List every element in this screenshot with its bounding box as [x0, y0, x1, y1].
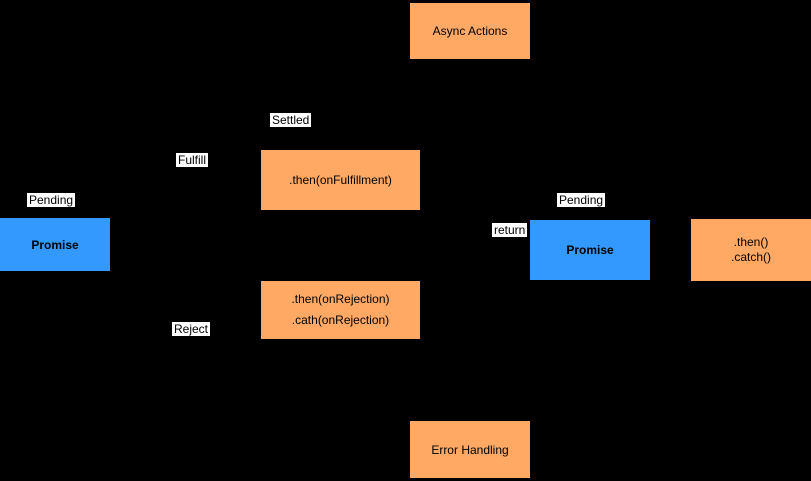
- node-then-onfulfillment: .then(onFulfillment): [261, 150, 420, 210]
- node-then-onrejection-line1: .then(onRejection): [291, 292, 390, 306]
- node-then-onrejection-line2: .cath(onRejection): [291, 313, 390, 327]
- edge-label-return: return: [492, 223, 528, 237]
- edge-label-fulfill: Fulfill: [176, 153, 209, 167]
- node-promise-left-label: Promise: [31, 237, 79, 252]
- node-async-actions: Async Actions: [410, 3, 530, 59]
- node-error-handling: Error Handling: [410, 421, 530, 478]
- edge-label-settled: Settled: [270, 113, 312, 127]
- edge-label-pending-right: Pending: [557, 193, 606, 207]
- edge-label-reject: Reject: [172, 322, 211, 336]
- edge-label-pending-left: Pending: [27, 193, 76, 207]
- node-then-onrejection: .then(onRejection) .cath(onRejection): [261, 281, 420, 339]
- node-error-handling-label: Error Handling: [431, 442, 509, 457]
- node-then-catch-line2: .catch(): [730, 250, 771, 264]
- node-promise-left: Promise: [0, 218, 110, 271]
- node-promise-right-label: Promise: [566, 243, 614, 257]
- node-then-catch: .then() .catch(): [691, 219, 811, 281]
- node-promise-right: Promise: [530, 220, 650, 280]
- node-then-onfulfillment-label: .then(onFulfillment): [289, 173, 392, 187]
- node-then-catch-line1: .then(): [733, 235, 769, 249]
- node-async-actions-label: Async Actions: [432, 24, 508, 38]
